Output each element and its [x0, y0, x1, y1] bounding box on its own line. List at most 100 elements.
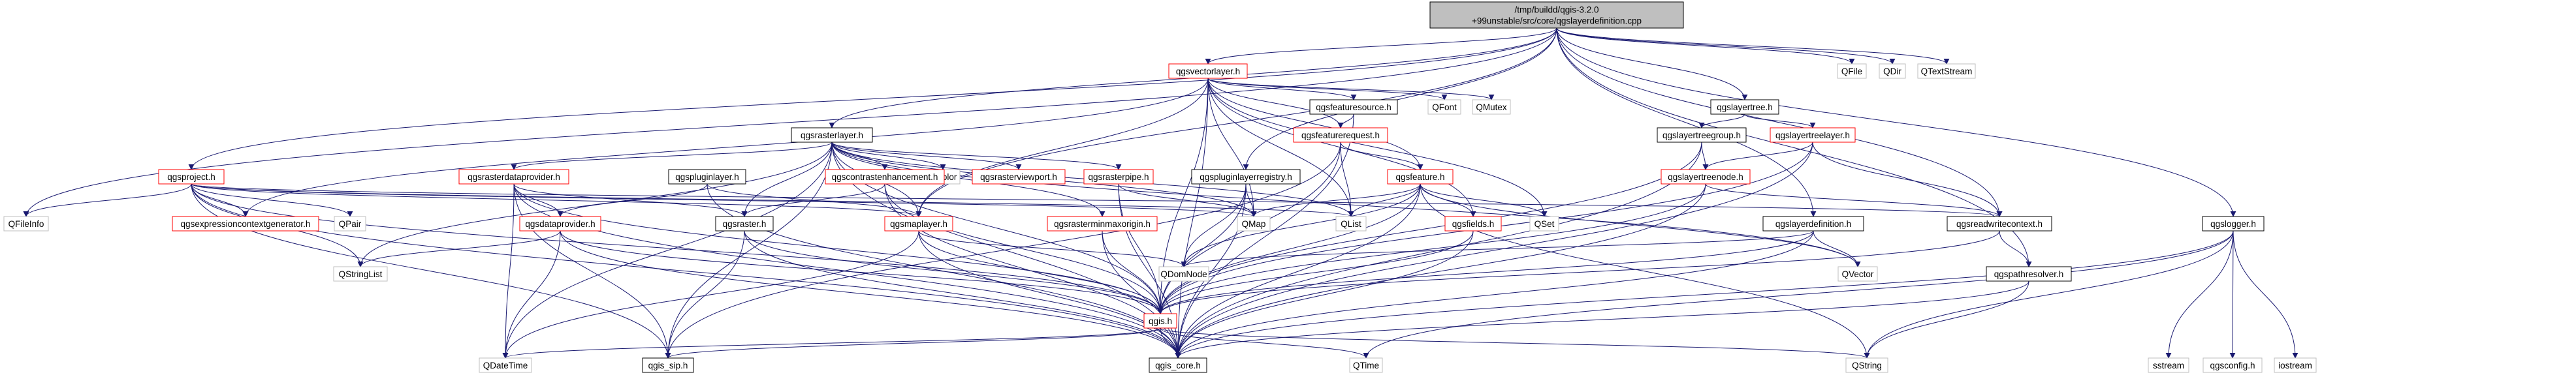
dependency-edge: [513, 183, 671, 359]
dependency-edge: [1556, 27, 2003, 217]
node-label: QPair: [339, 219, 362, 229]
dependency-edge: [1207, 78, 1423, 170]
node-label: qgslayertree.h: [1717, 102, 1773, 112]
node-box: [1168, 63, 1248, 79]
dependency-edge: [1556, 27, 1855, 65]
node-qgis-core[interactable]: qgis_core.h: [1149, 357, 1207, 373]
dependency-edges: [23, 27, 2298, 359]
node-box: [1472, 99, 1511, 115]
node-box: [158, 169, 225, 185]
dependency-edge: [502, 183, 515, 359]
dependency-edge: [1160, 327, 1369, 359]
dependency-edge: [1175, 230, 1814, 359]
node-label: QDomNode: [1160, 269, 1207, 279]
dependency-edge: [1556, 27, 1748, 100]
node-qgslogger[interactable]: qgslogger.h: [2202, 216, 2265, 232]
dependency-edge: [2233, 230, 2298, 359]
node-qfileinfo: QFileInfo: [3, 216, 49, 232]
node-qdatetime: QDateTime: [479, 357, 532, 373]
node-label: qgsexpressioncontextgenerator.h: [181, 219, 311, 229]
node-label: qgslayertreegroup.h: [1662, 130, 1741, 140]
node-qmutex: QMutex: [1472, 99, 1511, 115]
node-label: QDateTime: [483, 361, 528, 370]
dependency-edge: [744, 230, 1164, 314]
node-label: QMap: [1242, 219, 1266, 229]
node-qgslayertree[interactable]: qgslayertree.h: [1710, 99, 1779, 115]
node-qgsfeature[interactable]: qgsfeature.h: [1387, 169, 1454, 185]
dependency-edge: [1864, 280, 2029, 359]
node-qgsreadwritecontext[interactable]: qgsreadwritecontext.h: [1947, 216, 2052, 232]
node-label: qgsconfig.h: [2210, 361, 2255, 370]
node-qfile: QFile: [1837, 63, 1867, 79]
node-qgsmaplayer[interactable]: qgsmaplayer.h: [884, 216, 953, 232]
node-box: [668, 169, 746, 185]
node-qgspluginlayerregistry[interactable]: qgspluginlayerregistry.h: [1191, 169, 1301, 185]
node-label: qgsfeaturesource.h: [1316, 102, 1391, 112]
node-box: [1661, 169, 1751, 185]
node-qgsdataprovider[interactable]: qgsdataprovider.h: [519, 216, 601, 232]
dependency-edge: [1205, 27, 1557, 65]
node-qgsrasterminmaxorigin[interactable]: qgsrasterminmaxorigin.h: [1047, 216, 1158, 232]
node-sstream: sstream: [2148, 357, 2189, 373]
node-box: [2148, 357, 2189, 373]
node-label: qgsrasterlayer.h: [801, 130, 863, 140]
dependency-edge: [915, 27, 1557, 217]
node-qgsvectorlayer[interactable]: qgsvectorlayer.h: [1168, 63, 1248, 79]
node-box: [1149, 357, 1207, 373]
dependency-edge: [741, 183, 885, 217]
node-qset: QSet: [1529, 216, 1559, 232]
node-qgsrasterpipe[interactable]: qgsrasterpipe.h: [1083, 169, 1154, 185]
node-label: qgsrasterminmaxorigin.h: [1054, 219, 1151, 229]
dependency-edge: [831, 142, 1105, 217]
node-box: [1427, 99, 1461, 115]
dependency-edge: [741, 142, 833, 217]
dependency-edge: [1999, 230, 2032, 267]
dependency-edge: [884, 183, 1164, 314]
node-qgsfeaturesource[interactable]: qgsfeaturesource.h: [1309, 99, 1398, 115]
dependency-edge: [1744, 113, 1816, 128]
dependency-edge: [242, 78, 1209, 217]
node-qgis[interactable]: qgis.h: [1143, 313, 1177, 329]
node-iostream: iostream: [2274, 357, 2317, 373]
dependency-edge: [1705, 183, 2003, 217]
node-box: [1387, 169, 1454, 185]
node-box: [972, 169, 1066, 185]
node-box: [479, 357, 532, 373]
node-qgspluginlayer[interactable]: qgspluginlayer.h: [668, 169, 746, 185]
dependency-edge: [191, 183, 2002, 217]
node-qgsrasterviewport[interactable]: qgsrasterviewport.h: [972, 169, 1066, 185]
node-qtime: QTime: [1349, 357, 1383, 373]
node-box: [172, 216, 319, 232]
node-box: [1762, 216, 1864, 232]
node-qgscontrastenhancement[interactable]: qgscontrastenhancement.h: [825, 169, 945, 185]
dependency-edge: [1340, 142, 1354, 217]
node-qgsrasterdataprovider[interactable]: qgsrasterdataprovider.h: [458, 169, 569, 185]
node-label: qgspluginlayer.h: [675, 172, 739, 182]
dependency-edge: [1701, 142, 1709, 170]
node-qgsraster[interactable]: qgsraster.h: [715, 216, 774, 232]
node-qgis-sip[interactable]: qgis_sip.h: [642, 357, 694, 373]
node-qgsrasterlayer[interactable]: qgsrasterlayer.h: [791, 127, 873, 143]
node-qgsfields[interactable]: qgsfields.h: [1444, 216, 1502, 232]
dependency-nodes: /tmp/buildd/qgis-3.2.0+99unstable/src/co…: [3, 1, 2317, 373]
node-box: [1349, 357, 1383, 373]
node-qgslayerdefinition[interactable]: qgslayerdefinition.h: [1762, 216, 1864, 232]
dependency-edge: [1556, 27, 1817, 217]
node-label: qgsrasterdataprovider.h: [468, 172, 560, 182]
node-qgsproject[interactable]: qgsproject.h: [158, 169, 225, 185]
node-qdomnode: QDomNode: [1158, 266, 1209, 282]
node-qgslayertreenode[interactable]: qgslayertreenode.h: [1661, 169, 1751, 185]
node-box: [642, 357, 694, 373]
dependency-edge: [1813, 230, 1861, 267]
dependency-edge: [1348, 183, 1421, 217]
node-label: qgsmaplayer.h: [890, 219, 947, 229]
node-qgslayertreelayer[interactable]: qgslayertreelayer.h: [1770, 127, 1856, 143]
node-qgsexpressioncontextgenerator[interactable]: qgsexpressioncontextgenerator.h: [172, 216, 319, 232]
node-qgspathresolver[interactable]: qgspathresolver.h: [1986, 266, 2072, 282]
node-qgslayertreegroup[interactable]: qgslayertreegroup.h: [1657, 127, 1747, 143]
node-qgsfeaturerequest[interactable]: qgsfeaturerequest.h: [1293, 127, 1388, 143]
dependency-edge: [665, 327, 1161, 359]
node-root[interactable]: /tmp/buildd/qgis-3.2.0+99unstable/src/co…: [1429, 1, 1684, 29]
node-box: [334, 216, 366, 232]
